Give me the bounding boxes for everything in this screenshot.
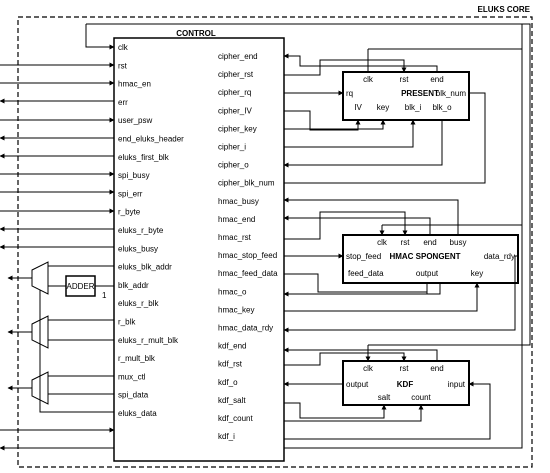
hmac-feed-data-port: feed_data xyxy=(348,269,384,278)
control-in-port-14: eluks_r_blk xyxy=(118,299,159,308)
hmac-key-port: key xyxy=(471,269,483,278)
control-in-port-13: blk_addr xyxy=(118,281,149,290)
control-out-port-14: hmac_key xyxy=(218,305,254,314)
control-out-port-8: hmac_busy xyxy=(218,197,259,206)
hmac-block xyxy=(342,234,519,284)
control-in-port-1: rst xyxy=(118,61,128,70)
control-right-ports: cipher_end cipher_rst cipher_rq cipher_IVci… xyxy=(218,52,278,441)
control-out-port-20: kdf_count xyxy=(218,414,253,423)
control-in-port-2: hmac_en xyxy=(118,80,151,89)
control-in-port-9: r_byte xyxy=(118,208,141,217)
control-out-port-6: cipher_o xyxy=(218,161,249,170)
present-clk-port: clk xyxy=(363,75,374,84)
kdf-end-port: end xyxy=(430,364,443,373)
control-out-port-10: hmac_rst xyxy=(218,233,252,242)
core-title: ELUKS CORE xyxy=(478,5,531,14)
present-rst-port: rst xyxy=(400,75,410,84)
control-out-port-1: cipher_rst xyxy=(218,70,254,79)
hmac-busy-port: busy xyxy=(450,238,467,247)
control-in-port-18: mux_ctl xyxy=(118,372,146,381)
control-in-port-20: eluks_data xyxy=(118,409,157,418)
control-out-port-13: hmac_o xyxy=(218,287,247,296)
present-end-port: end xyxy=(430,75,443,84)
present-block xyxy=(342,71,470,121)
hmac-rst-port: rst xyxy=(401,238,411,247)
kdf-rst-port: rst xyxy=(400,364,410,373)
kdf-count-port: count xyxy=(411,393,431,402)
eluks-core-boundary xyxy=(17,16,533,468)
control-in-port-12: eluks_blk_addr xyxy=(118,263,172,272)
control-out-port-12: hmac_feed_data xyxy=(218,269,278,278)
control-out-port-19: kdf_salt xyxy=(218,396,246,405)
adder-title: ADDER xyxy=(66,282,94,291)
control-in-port-6: eluks_first_blk xyxy=(118,153,170,162)
control-in-port-4: user_psw xyxy=(118,116,152,125)
control-in-port-16: eluks_r_mult_blk xyxy=(118,336,179,345)
kdf-salt-port: salt xyxy=(378,393,391,402)
control-in-port-3: err xyxy=(118,98,128,107)
hmac-title: HMAC SPONGENT xyxy=(389,252,460,261)
control-in-port-10: eluks_r_byte xyxy=(118,226,164,235)
kdf-output-port: output xyxy=(346,380,369,389)
control-out-port-0: cipher_end xyxy=(218,52,258,61)
hmac-end-port: end xyxy=(423,238,436,247)
present-blk-i-port: blk_i xyxy=(405,103,422,112)
control-block xyxy=(113,37,285,462)
control-out-port-21: kdf_i xyxy=(218,432,235,441)
kdf-input-port: input xyxy=(448,380,466,389)
control-in-port-0: clk xyxy=(118,43,129,52)
hmac-stop-feed-port: stop_feed xyxy=(346,252,381,261)
control-out-port-2: cipher_rq xyxy=(218,88,251,97)
control-in-port-8: spi_err xyxy=(118,189,143,198)
control-out-port-4: cipher_key xyxy=(218,124,257,133)
adder-const-one: 1 xyxy=(102,291,107,300)
control-out-port-18: kdf_o xyxy=(218,378,238,387)
kdf-title: KDF xyxy=(397,380,414,389)
control-out-port-5: cipher_i xyxy=(218,143,246,152)
control-out-port-7: cipher_blk_num xyxy=(218,179,275,188)
control-out-port-15: hmac_data_rdy xyxy=(218,324,273,333)
control-out-port-9: hmac_end xyxy=(218,215,255,224)
control-in-port-17: r_mult_blk xyxy=(118,354,156,363)
control-out-port-3: cipher_IV xyxy=(218,106,252,115)
control-out-port-11: hmac_stop_feed xyxy=(218,251,277,260)
hmac-clk-port: clk xyxy=(377,238,388,247)
control-out-port-17: kdf_rst xyxy=(218,360,243,369)
hmac-output-port: output xyxy=(416,269,439,278)
present-key-port: key xyxy=(377,103,389,112)
control-in-port-7: spi_busy xyxy=(118,171,150,180)
present-blk-o-port: blk_o xyxy=(432,103,452,112)
present-rq-port: rq xyxy=(346,89,353,98)
mux-1 xyxy=(31,261,49,295)
control-in-port-15: r_blk xyxy=(118,318,136,327)
present-title: PRESENT xyxy=(401,89,439,98)
control-out-port-16: kdf_end xyxy=(218,342,246,351)
control-in-port-19: spi_data xyxy=(118,391,149,400)
kdf-clk-port: clk xyxy=(363,364,374,373)
control-title: CONTROL xyxy=(176,29,216,38)
control-in-port-5: end_eluks_header xyxy=(118,135,184,144)
interconnect-wires xyxy=(0,23,531,451)
present-blk-num-port: blk_num xyxy=(436,89,467,98)
control-in-port-11: eluks_busy xyxy=(118,244,158,253)
present-iv-port: IV xyxy=(354,103,362,112)
kdf-block xyxy=(342,360,470,406)
hmac-data-rdy-port: data_rdy xyxy=(484,252,515,261)
